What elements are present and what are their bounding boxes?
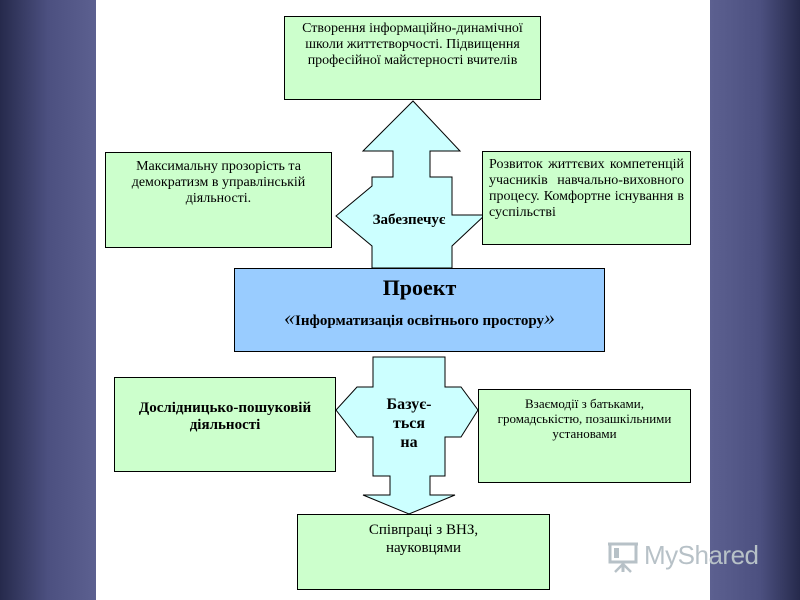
lower-arrow [335, 356, 479, 515]
lower-arrow-label: Базує- ться на [373, 395, 445, 452]
left-bottom-box-text: Дослідницько-пошуковій діяльності [138, 400, 312, 433]
lower-arrow-label-line-1: Базує- [386, 396, 432, 413]
left-top-box: Максимальну прозорість та демократизм в … [105, 152, 332, 248]
project-subtitle: Інформатизація освітнього простору [295, 313, 544, 329]
left-top-box-text: Максимальну прозорість та демократизм в … [131, 159, 306, 206]
upper-arrow [335, 100, 487, 269]
quote-open: « [284, 305, 296, 330]
right-top-box: Розвиток життєвих компетенцій учасників … [482, 151, 691, 245]
bottom-box: Співпраці з ВНЗ, науковцями [297, 514, 550, 590]
top-box-text: Створення інформаційно-динамічної школи … [302, 21, 523, 68]
lower-arrow-label-line-3: на [400, 434, 418, 451]
bottom-box-text: Співпраці з ВНЗ, науковцями [368, 522, 479, 556]
center-project-box: Проект «Інформатизація освітнього просто… [234, 268, 605, 352]
project-subtitle-line: «Інформатизація освітнього простору» [235, 307, 604, 332]
upper-arrow-label: Забезпечує [372, 212, 446, 228]
top-box: Створення інформаційно-динамічної школи … [284, 16, 541, 100]
lower-arrow-label-line-2: ться [392, 415, 426, 432]
myshared-logo: MyShared [606, 538, 766, 574]
right-bottom-box-text: Взаємодії з батьками, громадськістю, поз… [497, 396, 672, 441]
myshared-logo-text: MyShared [644, 540, 759, 570]
quote-close: » [543, 305, 555, 330]
right-bottom-box: Взаємодії з батьками, громадськістю, поз… [478, 389, 691, 483]
presentation-board-icon [608, 542, 638, 573]
project-title: Проект [382, 275, 457, 300]
right-top-box-text: Розвиток життєвих компетенцій учасників … [489, 157, 684, 220]
left-bottom-box: Дослідницько-пошуковій діяльності [114, 377, 336, 472]
